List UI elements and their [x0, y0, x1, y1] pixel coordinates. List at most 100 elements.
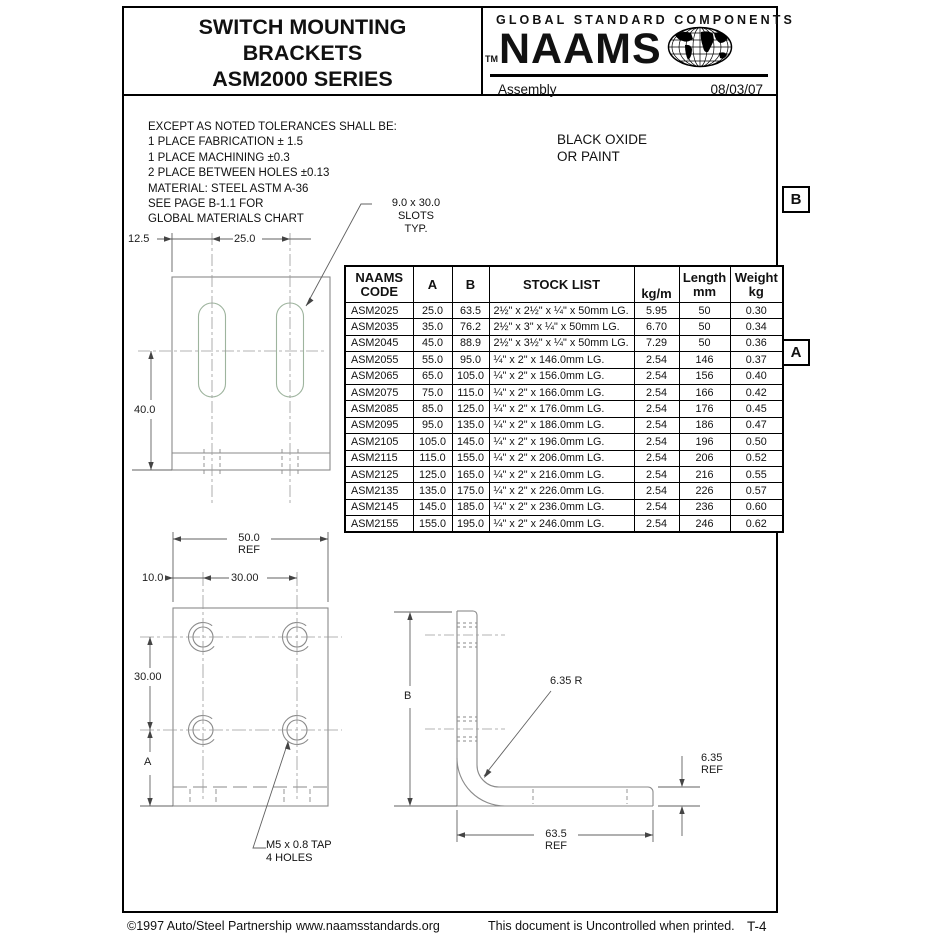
table-cell: ASM2145	[344, 498, 414, 517]
table-cell: 185.0	[451, 498, 490, 517]
dim-label: B	[403, 690, 413, 702]
table-cell: 125.0	[451, 400, 490, 418]
plan-view-hidden-lines	[189, 789, 311, 805]
title-line: ASM2000 SERIES	[212, 67, 393, 91]
front-view-centerlines	[138, 233, 325, 505]
table-cell: 226	[678, 482, 731, 500]
table-cell: 45.0	[412, 334, 453, 353]
finish-line: OR PAINT	[557, 149, 620, 164]
table-cell: ASM2085	[344, 400, 414, 418]
table-cell: 50	[678, 318, 731, 336]
table-cell: ASM2025	[344, 301, 414, 320]
dim-label: 6.35 R	[549, 675, 584, 687]
table-cell: 246	[678, 515, 731, 533]
dim-label: 30.00	[230, 572, 260, 584]
table-cell: 0.37	[729, 351, 784, 369]
side-view-centerlines	[425, 634, 505, 730]
table-cell: ¼" x 2" x 236.0mm LG.	[488, 498, 635, 517]
table-header-cell: B	[451, 265, 490, 303]
table-cell: 25.0	[412, 301, 453, 320]
note-line: EXCEPT AS NOTED TOLERANCES SHALL BE:	[148, 121, 397, 133]
table-header-cell: STOCK LIST	[488, 265, 635, 303]
table-cell: ¼" x 2" x 176.0mm LG.	[488, 400, 635, 418]
logo-divider-rule	[490, 74, 768, 77]
front-view-arrowheads	[148, 236, 314, 470]
table-cell: ASM2055	[344, 351, 414, 369]
dim-label: 63.5 REF	[534, 828, 578, 852]
title-block: SWITCH MOUNTING BRACKETS ASM2000 SERIES …	[124, 8, 792, 97]
table-header-cell: Weight kg	[729, 265, 784, 303]
dim-label: 40.0	[133, 404, 157, 416]
table-cell: 115.0	[412, 449, 453, 467]
table-cell: 2½" x 3" x ¼" x 50mm LG.	[488, 318, 635, 336]
table-cell: 35.0	[412, 318, 453, 336]
table-cell: 7.29	[633, 334, 680, 353]
plan-view-centerlines	[140, 572, 342, 802]
brand-logo: TM NAAMS	[485, 26, 733, 71]
side-view-dimension-lines	[394, 611, 700, 842]
sheet-title: SWITCH MOUNTING BRACKETS ASM2000 SERIES	[124, 8, 483, 94]
subtitle: Assembly	[498, 82, 557, 97]
table-cell: ASM2045	[344, 334, 414, 353]
footer-copyright: ©1997 Auto/Steel Partnership	[127, 919, 292, 933]
table-cell: 0.57	[729, 482, 784, 500]
table-cell: 50	[678, 334, 731, 353]
table-cell: 155.0	[451, 449, 490, 467]
table-cell: ASM2115	[344, 449, 414, 467]
table-cell: ¼" x 2" x 216.0mm LG.	[488, 465, 635, 484]
table-cell: 2.54	[633, 416, 680, 435]
table-header-cell: A	[412, 265, 453, 303]
table-cell: 95.0	[412, 416, 453, 435]
table-cell: ASM2135	[344, 482, 414, 500]
dim-label: 6.35 REF	[700, 752, 724, 776]
table-header-cell: Length mm	[678, 265, 731, 303]
front-view-dimension-lines	[132, 203, 372, 471]
note-line: 2 PLACE BETWEEN HOLES ±0.13	[148, 167, 330, 180]
dim-label: 10.0	[141, 572, 165, 584]
table-cell: 145.0	[412, 498, 453, 517]
slots-callout: 9.0 x 30.0 SLOTS TYP.	[391, 197, 441, 235]
table-cell: 175.0	[451, 482, 490, 500]
table-cell: 0.45	[729, 400, 784, 418]
table-cell: 155.0	[412, 515, 453, 533]
table-cell: 65.0	[412, 367, 453, 385]
table-cell: 0.42	[729, 383, 784, 402]
table-cell: ASM2065	[344, 367, 414, 385]
table-cell: 2.54	[633, 383, 680, 402]
tolerance-notes: EXCEPT AS NOTED TOLERANCES SHALL BE: 1 P…	[148, 120, 397, 228]
plan-view-outline	[172, 607, 329, 807]
table-cell: 2.54	[633, 498, 680, 517]
table-cell: 2.54	[633, 433, 680, 451]
trademark-symbol: TM	[485, 54, 498, 64]
table-cell: 166	[678, 383, 731, 402]
side-view-arrowheads	[407, 612, 685, 838]
table-cell: 76.2	[451, 318, 490, 336]
table-cell: 115.0	[451, 383, 490, 402]
table-cell: 216	[678, 465, 731, 484]
footer-url[interactable]: www.naamsstandards.org	[296, 919, 440, 933]
table-cell: 2.54	[633, 449, 680, 467]
table-cell: ASM2075	[344, 383, 414, 402]
table-cell: 2.54	[633, 465, 680, 484]
table-cell: 85.0	[412, 400, 453, 418]
zone-marker-b: B	[782, 186, 810, 213]
tap-callout: M5 x 0.8 TAP 4 HOLES	[266, 839, 332, 864]
footer-page-number: T-4	[747, 919, 767, 934]
title-line: SWITCH MOUNTING	[198, 15, 407, 39]
finish-line: BLACK OXIDE	[557, 132, 648, 147]
dim-label: A	[143, 756, 153, 768]
table-cell: 186	[678, 416, 731, 435]
table-cell: 165.0	[451, 465, 490, 484]
table-cell: ASM2155	[344, 515, 414, 533]
table-header-cell: kg/m	[633, 265, 680, 303]
table-cell: ¼" x 2" x 156.0mm LG.	[488, 367, 635, 385]
